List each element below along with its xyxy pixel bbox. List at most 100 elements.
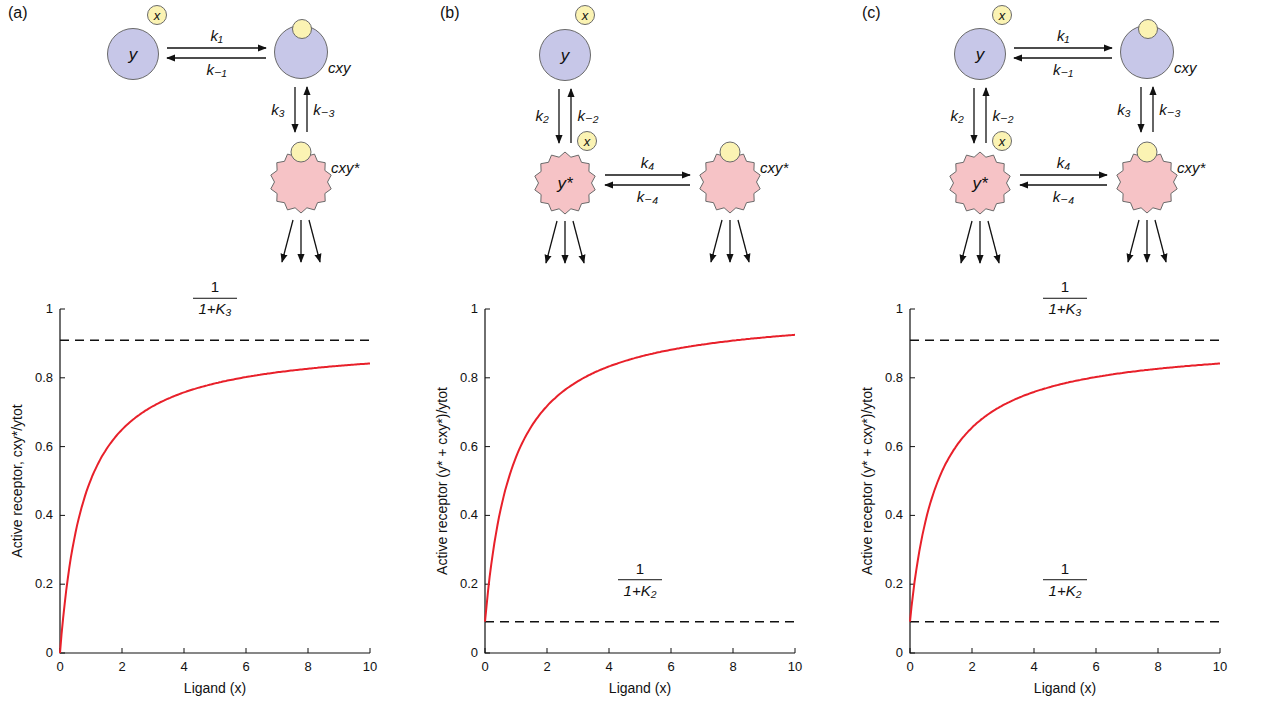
plot-axes — [485, 309, 795, 653]
rate-constant: k₋₁ — [205, 62, 227, 79]
tick — [733, 648, 734, 653]
reaction-arrow — [167, 57, 266, 58]
tick — [1220, 648, 1221, 653]
axis-label: Ligand (x) — [184, 681, 246, 696]
signal-arrow — [309, 220, 320, 262]
tick — [485, 648, 486, 653]
star-shape — [950, 152, 1010, 214]
tick — [60, 515, 65, 516]
tick-label: 0.8 — [460, 371, 478, 385]
fraction-numerator: 1 — [1061, 279, 1069, 296]
fraction-bar — [1043, 298, 1087, 299]
rate-constant: k₁ — [1056, 28, 1070, 45]
tick-label: 2 — [543, 660, 550, 674]
signal-arrow — [546, 221, 557, 263]
tick-label: 1 — [471, 302, 478, 316]
reaction-arrow — [1020, 184, 1107, 185]
tick — [1034, 648, 1035, 653]
molecule-label: x — [999, 135, 1006, 148]
tick-label: 4 — [605, 660, 612, 674]
active-complex-star: cxy* — [1115, 140, 1179, 214]
rate-constant: k₋₂ — [576, 108, 599, 125]
star-shape — [535, 152, 595, 214]
star-outline — [1115, 140, 1179, 214]
molecule-label: cxy — [1174, 60, 1197, 75]
signal-arrow — [729, 220, 730, 262]
tick-label: 6 — [667, 660, 674, 674]
tick-label: 0.2 — [885, 577, 903, 591]
tick-label: 0.2 — [460, 577, 478, 591]
tick-label: 0.4 — [35, 508, 53, 522]
reaction-arrow — [1140, 87, 1141, 132]
reaction-arrow — [294, 87, 295, 132]
axis-label: Ligand (x) — [1034, 681, 1096, 696]
signal-arrow — [1128, 220, 1139, 262]
tick-label: 0 — [46, 646, 53, 660]
rate-constant: k₃ — [270, 101, 285, 118]
ligand-circle: x — [575, 5, 595, 25]
tick-label: 10 — [363, 660, 377, 674]
tick — [910, 446, 915, 447]
tick — [184, 648, 185, 653]
response-curve — [60, 363, 370, 653]
star-outline — [698, 140, 762, 214]
tick — [910, 515, 915, 516]
molecule-label: x — [154, 9, 161, 22]
bound-ligand — [1137, 142, 1157, 162]
rate-constant: k₄ — [1056, 155, 1072, 172]
tick — [1158, 648, 1159, 653]
fraction-numerator: 1 — [636, 560, 644, 577]
molecule-label: x — [999, 9, 1006, 22]
signal-arrow — [988, 221, 999, 263]
tick — [910, 648, 911, 653]
molecule-label: y — [561, 47, 570, 64]
bound-ligand — [720, 142, 740, 162]
tick-label: 0.8 — [885, 371, 903, 385]
reaction-arrow — [605, 174, 690, 175]
ligand-circle: x — [992, 131, 1012, 151]
tick — [547, 648, 548, 653]
rate-constant: k₋₁ — [1052, 62, 1074, 79]
tick-label: 6 — [1092, 660, 1099, 674]
tick-label: 0 — [481, 660, 488, 674]
fraction-denominator: 1+K₃ — [198, 301, 231, 318]
reaction-arrow — [1152, 87, 1153, 132]
bound-ligand — [292, 19, 312, 39]
signal-arrow — [282, 220, 293, 262]
molecule-label: y — [976, 46, 985, 63]
panel-letter: (b) — [440, 4, 460, 22]
molecule-label: cxy — [328, 60, 351, 75]
fraction-bar — [618, 579, 662, 580]
reaction-arrow — [973, 88, 974, 143]
molecule-label: cxy* — [1177, 160, 1205, 175]
fraction-bar — [1043, 579, 1087, 580]
tick — [485, 309, 490, 310]
response-curve — [485, 335, 795, 622]
molecule-label: x — [582, 9, 589, 22]
tick — [60, 309, 65, 310]
reaction-arrow — [570, 89, 571, 143]
tick-label: 0 — [896, 646, 903, 660]
molecule-label: cxy* — [760, 160, 788, 175]
reaction-arrow — [1020, 174, 1107, 175]
tick-label: 0 — [906, 660, 913, 674]
complex-circle: cxy — [1120, 25, 1174, 79]
rate-constant: k₂ — [534, 108, 549, 125]
tick-label: 6 — [242, 660, 249, 674]
rate-constant: k₋₄ — [636, 189, 659, 206]
rate-constant: k₋₂ — [991, 107, 1014, 124]
tick-label: 1 — [896, 302, 903, 316]
signal-arrow — [1155, 220, 1166, 262]
tick — [370, 648, 371, 653]
tick-label: 8 — [729, 660, 736, 674]
fraction-numerator: 1 — [1061, 560, 1069, 577]
tick-label: 0.4 — [460, 508, 478, 522]
rate-constant: k₋₄ — [1052, 189, 1075, 206]
molecule-label: y* — [557, 175, 572, 192]
signal-arrow — [738, 220, 749, 262]
receptor-circle: y — [954, 28, 1006, 80]
molecule-label: y* — [972, 175, 987, 192]
active-receptor-star: y* — [533, 151, 597, 215]
